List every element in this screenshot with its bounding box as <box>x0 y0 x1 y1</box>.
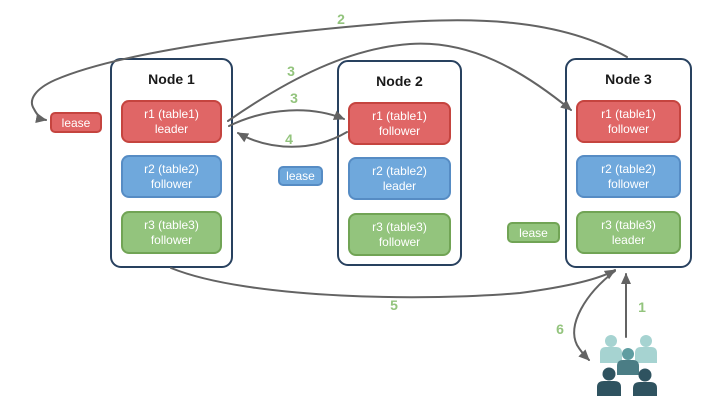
person-middle <box>617 348 639 375</box>
lease-tag-node1: lease <box>50 112 102 133</box>
node-2-title: Node 2 <box>376 73 423 89</box>
replica-role: leader <box>382 178 417 193</box>
replica-role: follower <box>150 232 193 247</box>
replica-role: follower <box>150 176 193 191</box>
replica-role: follower <box>607 121 650 136</box>
replica-label: r3 (table3) <box>372 219 427 234</box>
step-label-2: 2 <box>337 11 345 27</box>
step-label-3b: 3 <box>290 90 298 106</box>
replica-role: follower <box>607 176 650 191</box>
node-2-replica-r2: r2 (table2) leader <box>348 157 451 200</box>
lease-tag-node3: lease <box>507 222 560 243</box>
person-front-left <box>597 367 621 396</box>
step-label-3a: 3 <box>287 63 295 79</box>
node-1: Node 1 r1 (table1) leader r2 (table2) fo… <box>110 58 233 268</box>
replica-label: r2 (table2) <box>372 163 427 178</box>
arrow-step6-node3-to-clients <box>573 270 616 361</box>
replica-label: r3 (table3) <box>601 217 656 232</box>
replica-label: r1 (table1) <box>372 108 427 123</box>
node-3-replica-r3: r3 (table3) leader <box>576 211 681 254</box>
lease-tag-node2: lease <box>278 166 323 186</box>
person-front-right <box>633 368 657 396</box>
person-back-right <box>635 335 657 363</box>
replica-label: r2 (table2) <box>601 161 656 176</box>
node-2: Node 2 r1 (table1) follower r2 (table2) … <box>337 60 462 266</box>
replica-role: leader <box>611 232 646 247</box>
replica-label: r1 (table1) <box>601 106 656 121</box>
arrow-step5-node1-to-node3 <box>170 267 616 299</box>
step-label-4: 4 <box>285 131 293 147</box>
node-3-replica-r2: r2 (table2) follower <box>576 155 681 198</box>
node-3-title: Node 3 <box>605 71 652 87</box>
person-back-left <box>600 335 622 363</box>
node-1-replica-r3: r3 (table3) follower <box>121 211 222 254</box>
replica-label: r1 (table1) <box>144 106 199 121</box>
replica-label: r2 (table2) <box>144 161 199 176</box>
step-label-1: 1 <box>638 299 646 315</box>
replica-role: follower <box>378 123 421 138</box>
node-3-replica-r1: r1 (table1) follower <box>576 100 681 143</box>
replica-role: leader <box>154 121 189 136</box>
node-2-replica-r1: r1 (table1) follower <box>348 102 451 145</box>
node-2-replica-r3: r3 (table3) follower <box>348 213 451 256</box>
step-label-5: 5 <box>390 297 398 313</box>
node-1-replica-r1: r1 (table1) leader <box>121 100 222 143</box>
node-1-replica-r2: r2 (table2) follower <box>121 155 222 198</box>
node-1-title: Node 1 <box>148 71 195 87</box>
replica-role: follower <box>378 234 421 249</box>
step-label-6: 6 <box>556 321 564 337</box>
replica-label: r3 (table3) <box>144 217 199 232</box>
node-3: Node 3 r1 (table1) follower r2 (table2) … <box>565 58 692 268</box>
arrow-step3-node1-to-node2 <box>228 109 345 127</box>
